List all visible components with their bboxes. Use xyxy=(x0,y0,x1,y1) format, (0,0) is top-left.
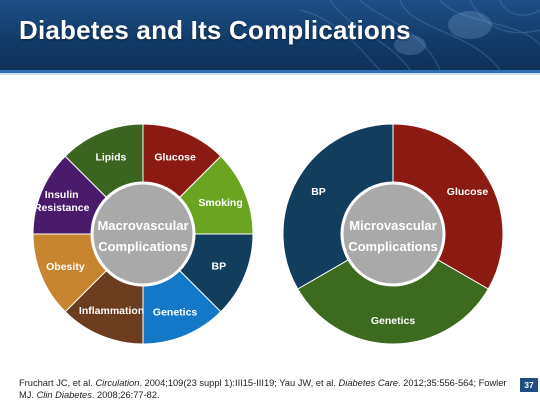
micro-center-hub xyxy=(340,181,446,287)
page-number: 37 xyxy=(520,378,538,392)
micro-label-bp: BP xyxy=(311,186,326,198)
banner-divider-light xyxy=(0,73,540,75)
citation-journal: Clin Diabetes xyxy=(36,390,92,400)
citation: Fruchart JC, et al. Circulation. 2004;10… xyxy=(19,377,519,401)
micro-center-line2: Complications xyxy=(348,239,438,254)
macro-center-hub xyxy=(90,181,196,287)
micro-label-genetics: Genetics xyxy=(371,315,416,327)
citation-text: Fruchart JC, et al. xyxy=(19,378,96,388)
macro-label-inflammation: Inflammation xyxy=(79,305,144,317)
citation-journal: Diabetes Care xyxy=(338,378,398,388)
citation-text: . 2012;35:556-564; Fowler MJ. xyxy=(19,378,507,400)
macro-label-obesity: Obesity xyxy=(46,261,85,273)
micro-label-glucose: Glucose xyxy=(447,186,489,198)
banner-vessel-artwork xyxy=(299,0,540,70)
banner-divider xyxy=(0,70,540,73)
citation-text: . 2004;109(23 suppl 1):III15-III19; Yau … xyxy=(139,378,339,388)
macro-label-bp: BP xyxy=(212,260,227,272)
macro-center-line1: Macrovascular xyxy=(97,218,188,233)
macro-label-lipids: Lipids xyxy=(95,151,126,163)
citation-journal: Circulation xyxy=(95,378,140,388)
macro-label-smoking: Smoking xyxy=(198,197,242,209)
micro-center-line1: Microvascular xyxy=(349,218,436,233)
macro-label-glucose: Glucose xyxy=(154,151,196,163)
macro-label-genetics: Genetics xyxy=(153,307,198,319)
macro-center-line2: Complications xyxy=(98,239,188,254)
micro-segment-genetics xyxy=(297,233,489,345)
slide-title: Diabetes and Its Complications xyxy=(19,15,411,45)
citation-text: . 2008;26:77-82. xyxy=(91,390,160,400)
title-banner: Diabetes and Its Complications xyxy=(0,0,540,70)
